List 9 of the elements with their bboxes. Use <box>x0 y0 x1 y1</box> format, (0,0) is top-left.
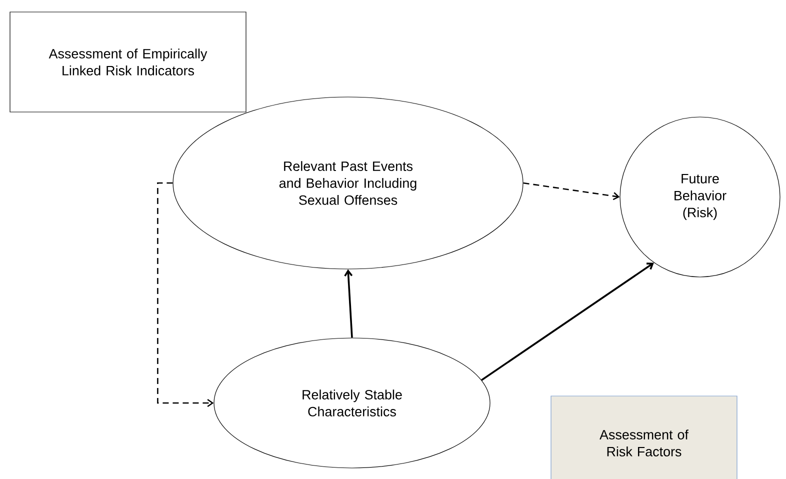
arrow <box>344 269 353 338</box>
arrow <box>523 182 620 200</box>
text-box: Assessment of Empirically Linked Risk Indicators <box>10 12 246 112</box>
text-box: Assessment of Risk Factors <box>550 396 738 479</box>
circle-node: Future Behavior (Risk) <box>620 116 780 278</box>
ellipse-node: Relatively Stable Characteristics <box>214 338 490 468</box>
arrow <box>157 182 214 408</box>
ellipse-node: Relevant Past Events and Behavior Including Sexual Offenses <box>172 96 524 270</box>
arrow <box>481 262 654 381</box>
